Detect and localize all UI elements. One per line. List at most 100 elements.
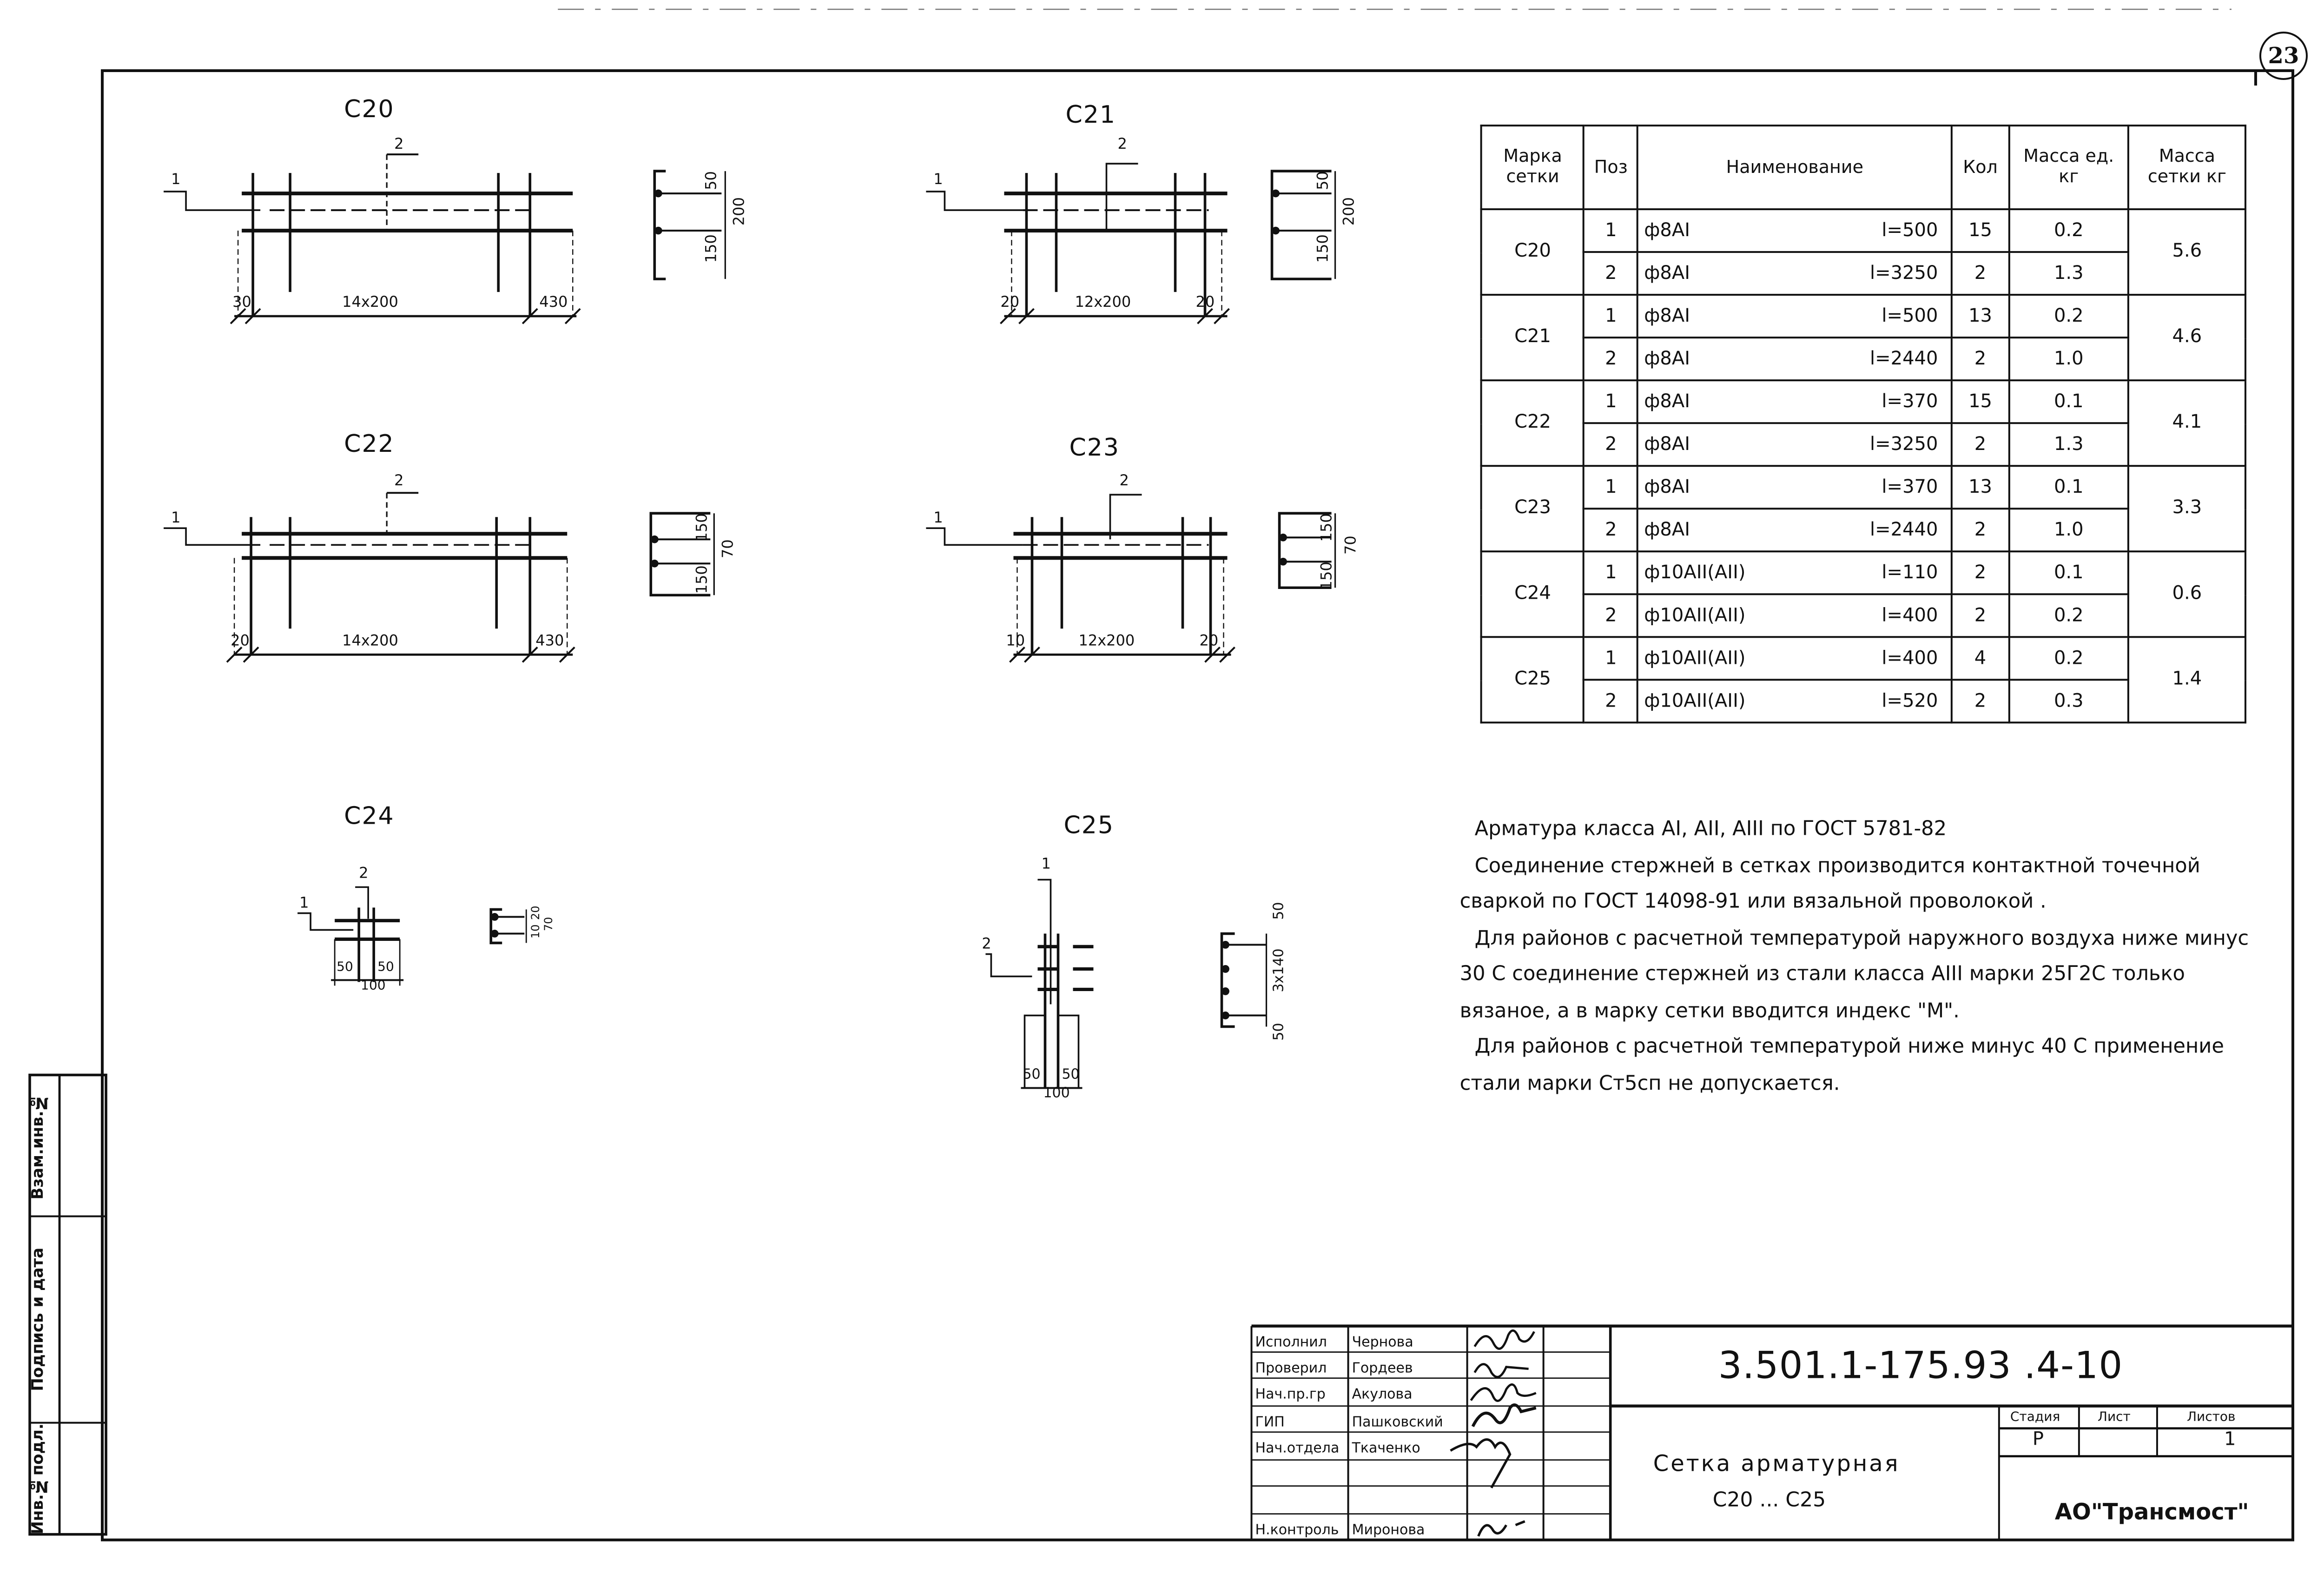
dim-left: 10 <box>1006 632 1025 649</box>
stage-label: Стадия <box>2010 1409 2060 1425</box>
cell-pos: 1 <box>1583 379 1639 424</box>
cell-pos: 2 <box>1583 679 1639 724</box>
dim-right: 20 <box>1195 294 1215 311</box>
dim-total: 100 <box>361 978 386 993</box>
header-pos: Поз <box>1583 125 1639 211</box>
dim-total: 100 <box>1043 1084 1070 1101</box>
cell-name: ф10AII(AII)l=520 <box>1637 679 1953 724</box>
table-row: C25 1 ф10AII(AII)l=400 4 0.2 1.4 <box>1480 636 2246 724</box>
header-qty: Кол <box>1951 125 2010 211</box>
cell-pos: 2 <box>1583 251 1639 296</box>
drawing-title: C25 <box>1063 813 1114 841</box>
leader-label-1: 1 <box>933 171 943 188</box>
dim-middle: 14x200 <box>342 632 398 649</box>
dim-right: 430 <box>539 294 568 311</box>
cell-mass: 0.1 <box>2007 379 2130 424</box>
cell-pos: 1 <box>1583 550 1639 595</box>
note-2: Соединение стержней в сетках производитс… <box>1459 853 2200 913</box>
cell-name: ф10AII(AII)l=400 <box>1637 636 1953 681</box>
cell-qty: 15 <box>1951 208 2010 253</box>
cell-qty: 2 <box>1951 337 2010 382</box>
name-group-head: Акулова <box>1352 1385 1413 1402</box>
organization-name: АО"Трансмост" <box>2054 1499 2249 1525</box>
cell-total-mass: 1.4 <box>2127 636 2246 724</box>
sheet-number-circle: 23 <box>2259 32 2308 80</box>
cell-pos: 2 <box>1583 508 1639 553</box>
dim-left: 50 <box>337 959 353 975</box>
role-norm-control: Н.контроль <box>1255 1521 1339 1538</box>
sheet-label: Лист <box>2097 1409 2131 1425</box>
dim-middle: 12x200 <box>1075 294 1131 311</box>
cell-pos: 1 <box>1583 465 1639 510</box>
cell-mark: C22 <box>1480 379 1585 467</box>
cell-total-mass: 3.3 <box>2127 465 2246 553</box>
cell-pos: 1 <box>1583 294 1639 339</box>
dim-middle: 14x200 <box>342 294 398 311</box>
table-row: C24 1 ф10AII(AII)l=110 2 0.1 0.6 <box>1480 550 2246 638</box>
leader-label-1: 1 <box>171 171 181 188</box>
leader-label-2: 2 <box>1119 472 1129 489</box>
role-performer: Исполнил <box>1255 1333 1327 1350</box>
name-dept-head: Ткаченко <box>1352 1439 1420 1456</box>
cell-qty: 2 <box>1951 679 2010 724</box>
dim-left: 20 <box>1000 294 1020 311</box>
drawing-title: C23 <box>1069 435 1120 463</box>
cell-pos: 2 <box>1583 422 1639 467</box>
role-dept-head: Нач.отдела <box>1255 1439 1340 1456</box>
cell-mark: C20 <box>1480 208 1585 296</box>
name-norm-control: Миронова <box>1352 1521 1425 1538</box>
note-3: Для районов с расчетной температурой нар… <box>1459 925 2249 1022</box>
note-4: Для районов с расчетной температурой ниж… <box>1459 1034 2224 1095</box>
cell-mass: 0.3 <box>2007 679 2130 724</box>
header-total-mass: Масса сетки кг <box>2127 125 2246 211</box>
dim-left: 50 <box>1023 1065 1041 1083</box>
cell-qty: 2 <box>1951 593 2010 638</box>
note-1: Арматура класса AI, AII, AIII по ГОСТ 57… <box>1474 816 1947 841</box>
leader-label-1: 1 <box>171 509 181 527</box>
header-unit-mass: Масса ед. кг <box>2007 125 2130 211</box>
cell-mass: 0.2 <box>2007 636 2130 681</box>
table-row: 2 ф10AII(AII)l=400 2 0.2 <box>1481 593 2245 638</box>
dim-right: 430 <box>535 632 564 649</box>
cell-qty: 13 <box>1951 294 2010 339</box>
specification-table: Марка сетки Поз Наименование Кол Масса е… <box>1480 125 2246 724</box>
table-row: 2 ф10AII(AII)l=520 2 0.3 <box>1481 679 2245 724</box>
cell-name: ф10AII(AII)l=400 <box>1637 593 1953 638</box>
sheet-title-line2: C20 ... C25 <box>1712 1488 1826 1512</box>
drawing-title: C20 <box>344 97 395 125</box>
cell-mass: 1.3 <box>2007 422 2130 467</box>
cell-mass: 1.0 <box>2007 337 2130 382</box>
table-header-row: Марка сетки Поз Наименование Кол Масса е… <box>1480 125 2246 211</box>
name-checker: Гордеев <box>1352 1359 1413 1376</box>
cell-mark: C21 <box>1480 294 1585 382</box>
role-chief-engineer: ГИП <box>1255 1413 1285 1430</box>
drawing-title: C24 <box>344 803 395 832</box>
leader-label-2: 2 <box>359 865 369 882</box>
stage-value: Р <box>2032 1430 2044 1451</box>
header-name: Наименование <box>1637 125 1953 211</box>
cell-qty: 2 <box>1951 251 2010 296</box>
dim-right: 50 <box>1062 1065 1080 1083</box>
cell-qty: 2 <box>1951 550 2010 595</box>
cell-total-mass: 0.6 <box>2127 550 2246 638</box>
cell-pos: 2 <box>1583 593 1639 638</box>
leader-label-2: 2 <box>982 935 991 952</box>
leader-label-2: 2 <box>394 136 404 153</box>
cell-mass: 1.0 <box>2007 508 2130 553</box>
